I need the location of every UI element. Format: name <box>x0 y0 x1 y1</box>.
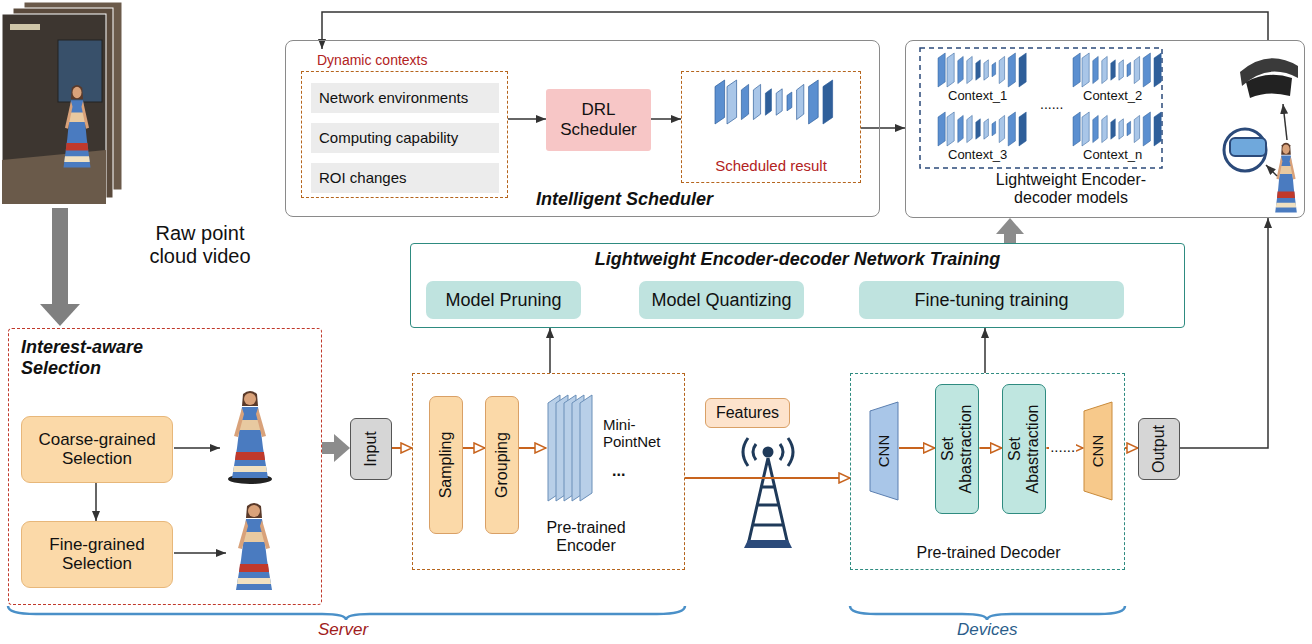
headsets <box>1224 58 1298 212</box>
box-label: Set Abastraction <box>1006 397 1043 501</box>
process-box: Set Abastraction <box>935 384 980 514</box>
group-title: Dynamic contexts <box>317 52 427 68</box>
box-label: Fine-tuning training <box>863 290 1120 311</box>
connector <box>508 118 546 120</box>
process-box: Model Pruning <box>426 281 581 319</box>
box-label: CNN <box>875 406 892 496</box>
context-label: Context_3 <box>948 148 1007 163</box>
connector <box>1180 218 1268 448</box>
connector <box>979 447 1001 449</box>
network-icons <box>715 48 1162 168</box>
ellipsis: ...... <box>1040 96 1063 112</box>
radio-tower <box>743 438 793 548</box>
group-title: Pre-trained Decoder <box>901 544 1076 562</box>
context-box: ROI changes <box>311 163 499 193</box>
box-label: Model Quantizing <box>643 290 800 311</box>
down-arrow <box>40 208 80 326</box>
group-title: Lightweight Encoder-decoder models <box>976 171 1166 208</box>
context-label: Context_2 <box>1083 89 1142 104</box>
connector <box>549 328 551 373</box>
connector <box>1125 447 1138 449</box>
process-box: Fine-grained Selection <box>21 521 173 588</box>
side-label: Devices <box>957 620 1017 640</box>
cnn-layer: CNN <box>869 401 899 501</box>
box-label: CNN <box>1089 406 1106 496</box>
box-label: Features <box>710 404 785 422</box>
connector <box>651 118 681 120</box>
person-figures <box>174 391 272 590</box>
layer-outline <box>870 402 898 500</box>
group-title: Mini-PointNet <box>603 416 665 451</box>
connector <box>95 483 97 521</box>
group-title: Scheduled result <box>682 157 860 174</box>
box-label: Coarse-grained Selection <box>26 430 168 469</box>
training-panel: Lightweight Encoder-decoder Network Trai… <box>410 243 1185 328</box>
point-cloud-frames <box>2 2 122 204</box>
encoder-group: Pre-trained Encoder Sampling Grouping Mini-… <box>412 373 685 570</box>
context-label: Context_1 <box>948 89 1007 104</box>
process-box: Set Abastraction <box>1002 384 1047 514</box>
layer-outline <box>1084 402 1112 500</box>
cnn-layer: CNN <box>1083 401 1113 501</box>
models-panel: Lightweight Encoder-decoder models <box>905 40 1305 218</box>
brackets <box>8 606 1125 620</box>
connector <box>392 447 412 449</box>
connector <box>899 447 935 449</box>
box-label: Computing capability <box>319 129 495 146</box>
feature-box: Features <box>705 398 790 428</box>
ellipsis: ... <box>612 462 625 480</box>
box-label: Input <box>362 421 380 477</box>
connector <box>1004 226 1016 243</box>
connector <box>861 127 905 129</box>
group-title: Pre-trained Encoder <box>531 519 641 556</box>
box-label: Sampling <box>437 402 455 528</box>
process-box: Sampling <box>429 396 463 534</box>
edge-label: ...... <box>1049 439 1076 454</box>
connector <box>322 442 342 454</box>
decoder-group: Pre-trained Decoder CNN Set Abastraction Se… <box>850 373 1125 570</box>
io-box: Output <box>1138 418 1180 480</box>
box-label: Set Abastraction <box>939 397 976 501</box>
group-title: Interest-aware Selection <box>21 337 171 378</box>
process-box: Coarse-grained Selection <box>21 416 173 483</box>
context-box: Computing capability <box>311 123 499 153</box>
process-box: Model Quantizing <box>639 281 804 319</box>
group-title: Intelligent Scheduler <box>536 189 713 210</box>
context-group: Dynamic contextsNetwork environmentsComp… <box>301 49 508 198</box>
io-box: Input <box>350 418 392 480</box>
group-title: Lightweight Encoder-decoder Network Trai… <box>411 249 1184 270</box>
box-label: DRL Scheduler <box>550 100 647 139</box>
process-box: Grouping <box>485 396 519 534</box>
context-box: Network environments <box>311 83 499 113</box>
connector <box>322 12 1268 49</box>
context-label: Context_n <box>1083 148 1142 163</box>
connector <box>519 447 546 449</box>
layer-stack: Mini-PointNet <box>546 394 666 504</box>
scheduler-panel: Intelligent Scheduler Dynamic contextsNet… <box>285 40 880 217</box>
connector <box>984 328 986 373</box>
network-layers <box>548 395 592 501</box>
connector <box>685 477 850 479</box>
selection-panel: Interest-aware SelectionCoarse-grained S… <box>8 328 322 605</box>
box-label: Grouping <box>493 402 511 528</box>
box-label: Output <box>1150 421 1168 477</box>
side-label: Server <box>318 620 368 640</box>
box-label: Network environments <box>319 89 495 106</box>
box-label: Model Pruning <box>430 290 577 311</box>
scheduler-box: DRL Scheduler <box>546 89 651 151</box>
connector <box>463 447 485 449</box>
process-box: Fine-tuning training <box>859 281 1124 319</box>
box-label: ROI changes <box>319 169 495 186</box>
result-group: Scheduled result <box>681 71 861 183</box>
caption-text: Raw point cloud video <box>135 222 265 268</box>
box-label: Fine-grained Selection <box>26 535 168 574</box>
